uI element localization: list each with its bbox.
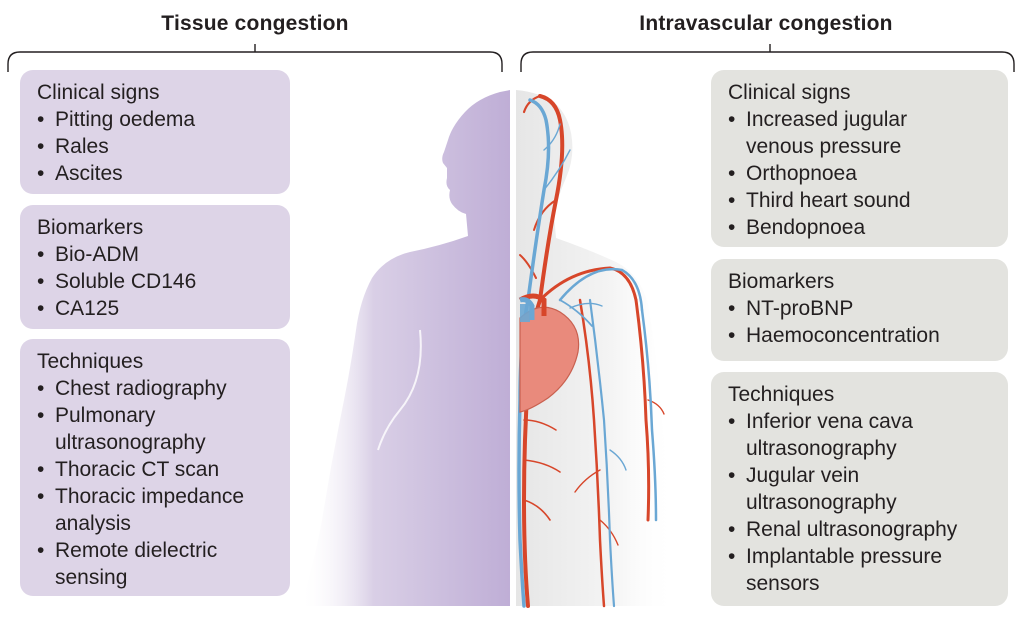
- box-title: Clinical signs: [37, 81, 160, 104]
- intravascular-congestion-heading: Intravascular congestion: [639, 12, 893, 35]
- list-item: Jugular vein ultrasonography: [728, 462, 956, 516]
- tissue-biomarkers-box: Biomarkers Bio-ADM Soluble CD146 CA125: [20, 205, 290, 329]
- box-title: Biomarkers: [728, 270, 835, 293]
- list-item: Bendopnoea: [728, 214, 1008, 241]
- list-item: Inferior vena cava ultrasonography: [728, 408, 956, 462]
- tissue-clinical-signs-box: Clinical signs Pitting oedema Rales Asci…: [20, 70, 290, 194]
- box-title: Techniques: [728, 383, 835, 406]
- arm-contour: [377, 329, 422, 451]
- list-item: Soluble CD146: [37, 268, 290, 295]
- left-bracket: [7, 51, 503, 72]
- list-item: Orthopnoea: [728, 160, 1008, 187]
- list-item: Pulmonary ultrasonography: [37, 402, 290, 456]
- box-title: Clinical signs: [728, 81, 851, 104]
- heart-icon: [519, 306, 580, 413]
- list-item: Remote dielectric sensing: [37, 537, 290, 591]
- list-item: Thoracic impedance analysis: [37, 483, 290, 537]
- box-title: Biomarkers: [37, 216, 144, 239]
- tissue-congestion-heading: Tissue congestion: [161, 12, 349, 35]
- tissue-techniques-box: Techniques Chest radiography Pulmonary u…: [20, 339, 290, 596]
- list-item: Third heart sound: [728, 187, 1008, 214]
- list-item: Increased jugular venous pressure: [728, 106, 946, 160]
- list-item: Thoracic CT scan: [37, 456, 290, 483]
- list-item: Implantable pressure sensors: [728, 543, 986, 597]
- human-silhouette-icon: [300, 90, 510, 606]
- list-item: Chest radiography: [37, 375, 290, 402]
- intravascular-biomarkers-box: Biomarkers NT-proBNP Haemoconcentration: [711, 259, 1008, 361]
- right-bracket: [520, 51, 1015, 72]
- intravascular-clinical-signs-box: Clinical signs Increased jugular venous …: [711, 70, 1008, 247]
- list-item: Haemoconcentration: [728, 322, 1008, 349]
- heart-vessel-blue: [519, 297, 535, 320]
- list-item: Rales: [37, 133, 290, 160]
- list-item: Pitting oedema: [37, 106, 290, 133]
- list-item: NT-proBNP: [728, 295, 1008, 322]
- list-item: Bio-ADM: [37, 241, 290, 268]
- intravascular-techniques-box: Techniques Inferior vena cava ultrasonog…: [711, 372, 1008, 606]
- box-title: Techniques: [37, 350, 144, 373]
- list-item: CA125: [37, 295, 290, 322]
- list-item: Renal ultrasonography: [728, 516, 1008, 543]
- list-item: Ascites: [37, 160, 290, 187]
